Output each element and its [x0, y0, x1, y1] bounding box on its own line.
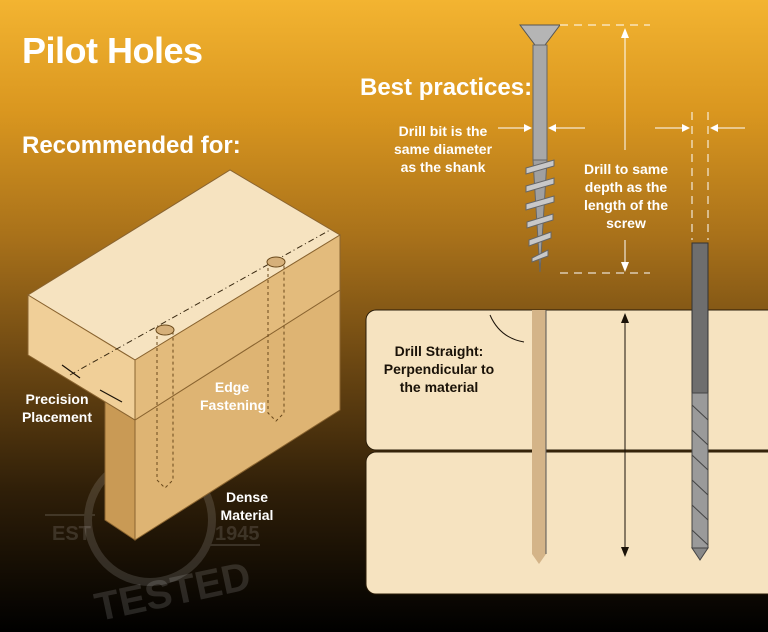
label-line: Material [220, 507, 274, 523]
label-line: Drill bit is the [398, 123, 488, 139]
wood-block [27, 169, 341, 541]
label-line: length of the [584, 197, 668, 213]
drill-bit [691, 242, 709, 561]
best-practices-heading: Best practices: [360, 74, 533, 101]
watermark-year: 1945 [215, 523, 260, 545]
material-cross-section [365, 309, 768, 595]
label-line: Drill to same [583, 161, 669, 177]
label-line: Drill Straight: [394, 343, 484, 359]
label-edge-fastening: Edge Fastening [200, 378, 267, 414]
label-line: as the shank [400, 159, 486, 175]
page-title: Pilot Holes [22, 30, 203, 71]
screw [519, 24, 561, 273]
label-drill-straight: Drill Straight: Perpendicular to the mat… [378, 342, 500, 396]
label-line: Placement [21, 409, 93, 425]
label-line: screw [606, 215, 646, 231]
label-same-diameter: Drill bit is the same diameter as the sh… [388, 122, 498, 176]
label-line: Edge [214, 379, 250, 395]
label-line: Precision [25, 391, 89, 407]
recommended-heading: Recommended for: [22, 132, 241, 159]
label-precision-placement: Precision Placement [14, 390, 100, 426]
label-dense-material: Dense Material [212, 488, 282, 524]
label-line: depth as the [584, 179, 668, 195]
label-line: Fastening [200, 397, 267, 413]
watermark-est: EST [52, 523, 91, 545]
label-line: the material [399, 379, 479, 395]
label-line: same diameter [393, 141, 493, 157]
label-line: Perpendicular to [383, 361, 495, 377]
label-line: Dense [225, 489, 269, 505]
label-same-depth: Drill to same depth as the length of the… [578, 160, 674, 232]
watermark-tested: TESTED [91, 554, 254, 630]
pilot-hole-lines [156, 262, 285, 489]
